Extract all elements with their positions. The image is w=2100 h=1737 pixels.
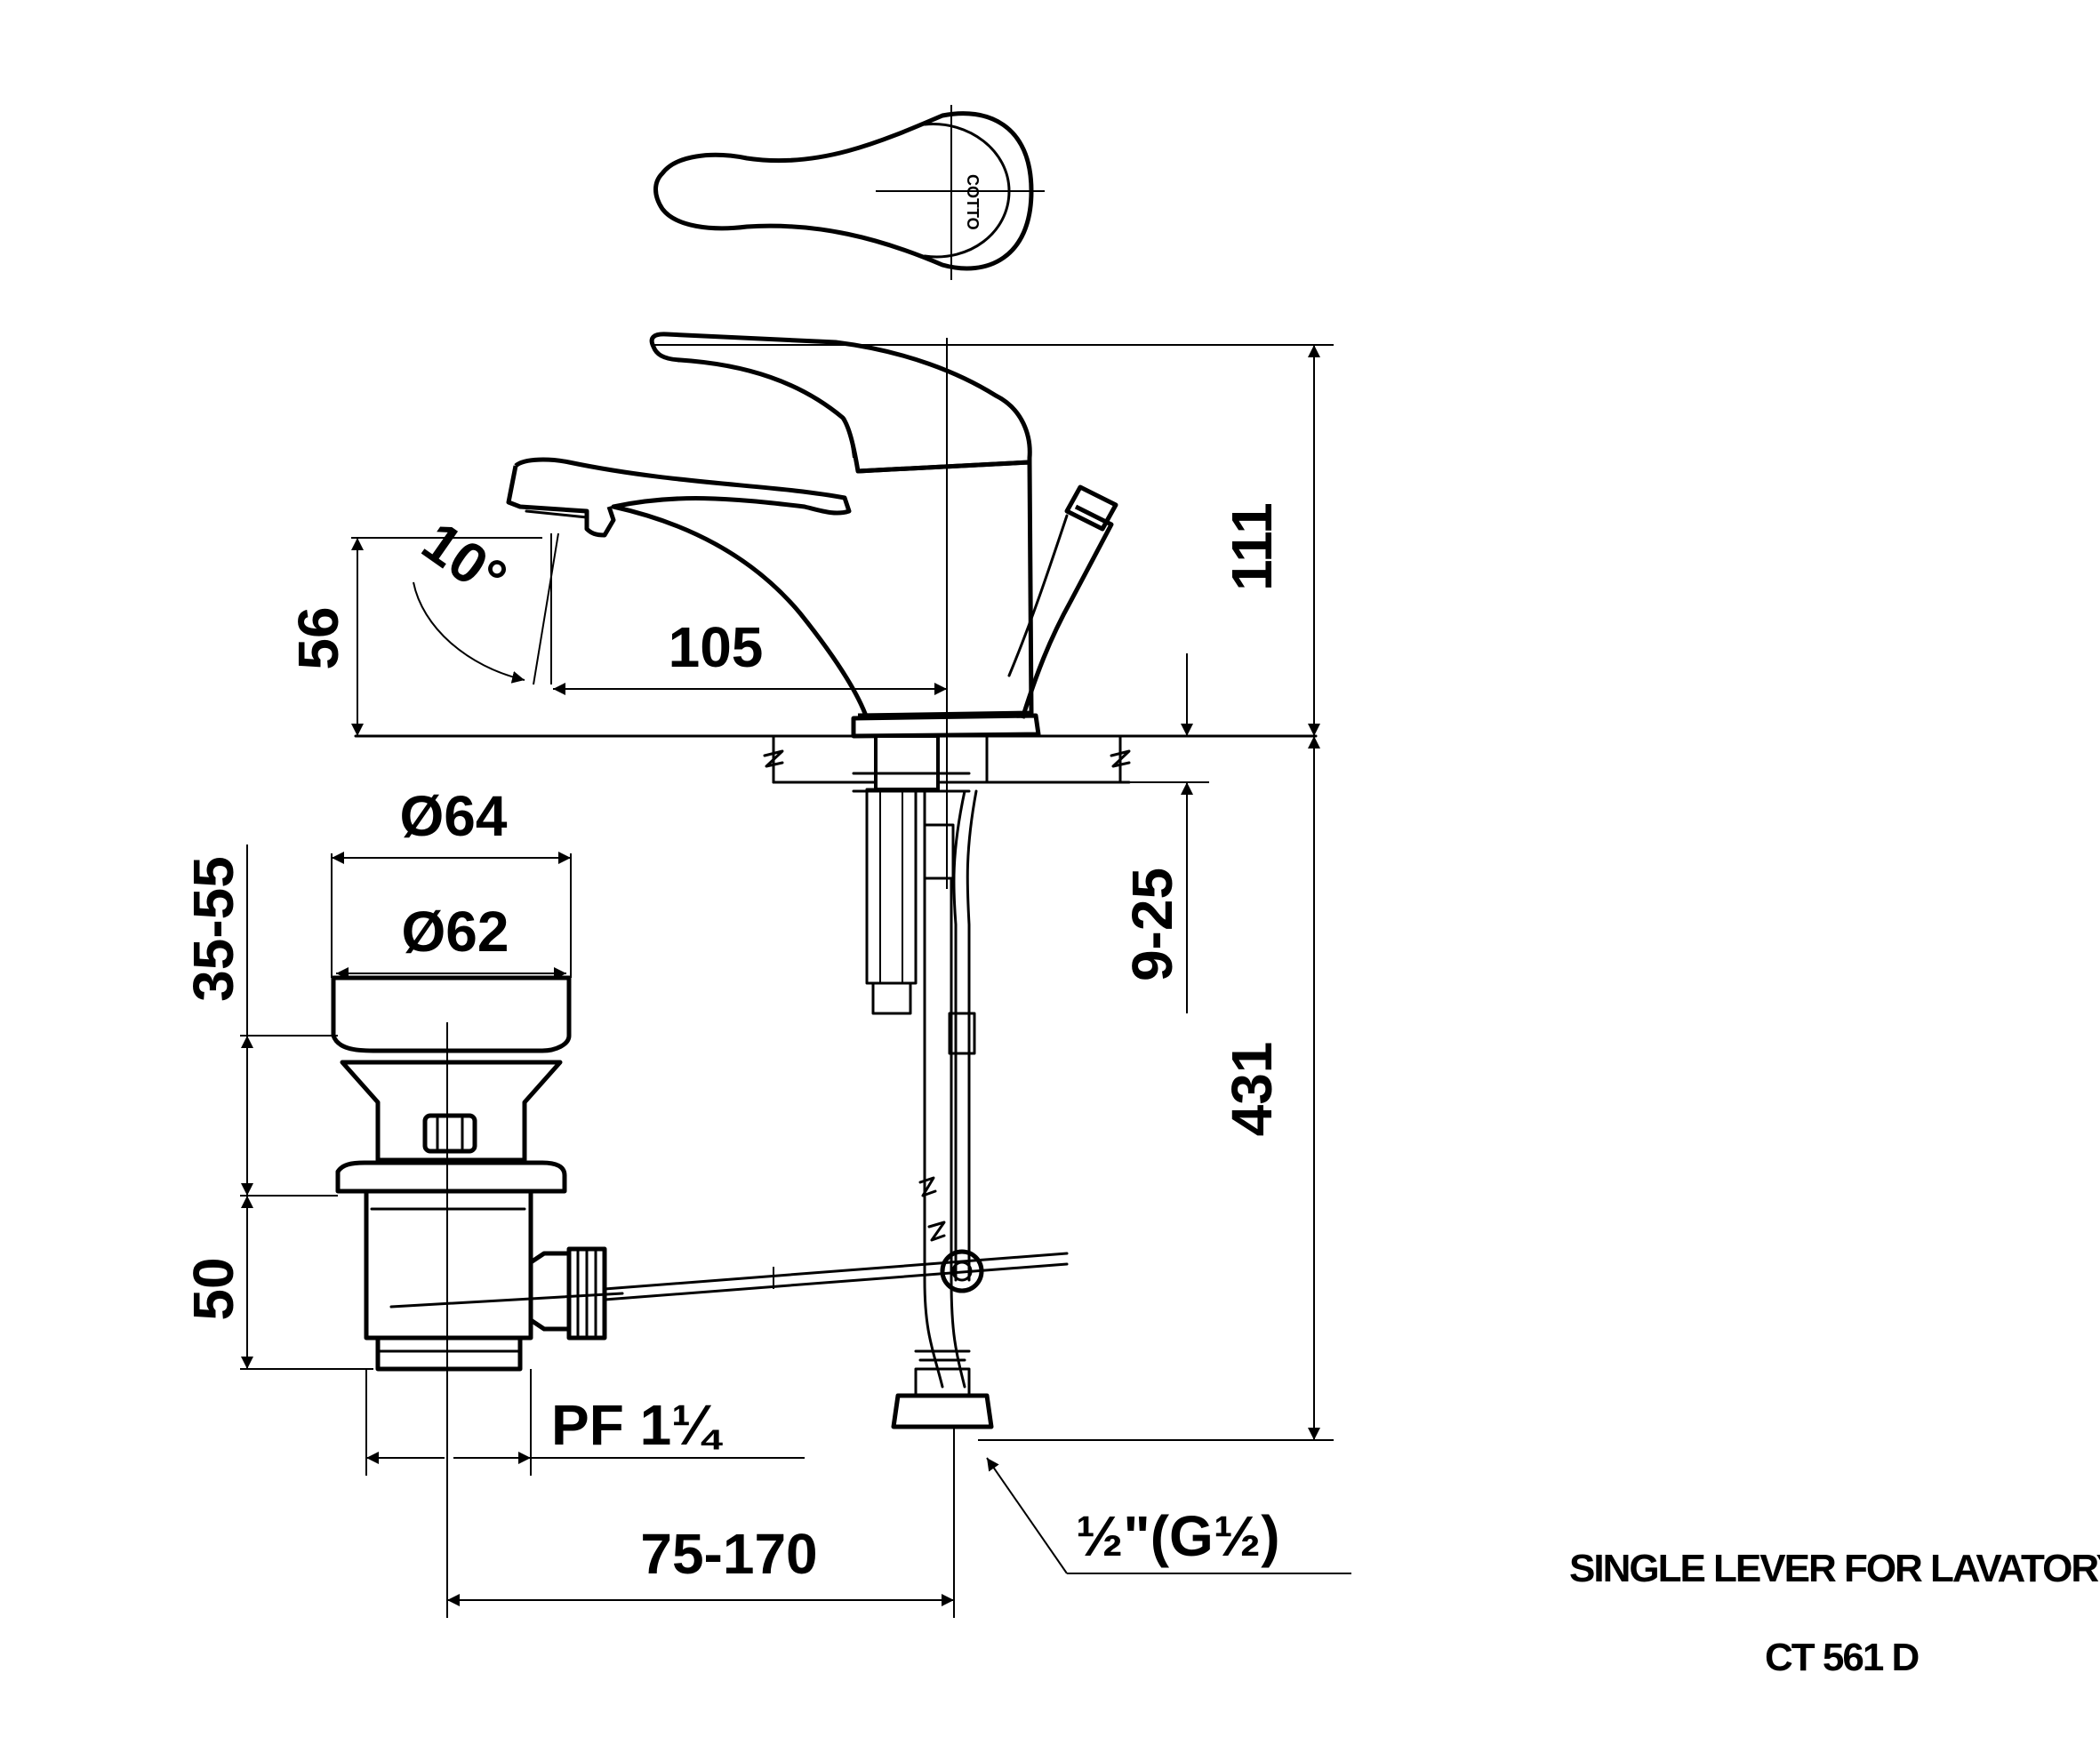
dimension-inlet-thread: ½"(G½) [986, 1457, 1351, 1574]
dim-56-label: 56 [286, 606, 350, 669]
shank-and-hoses [852, 734, 994, 1618]
inlet-thread-label: ½"(G½) [1076, 1504, 1280, 1568]
logo-text: COTTO [964, 174, 982, 230]
dimension-75-170: 75-170 [447, 1522, 954, 1606]
dimension-105: 105 [553, 615, 947, 695]
drawing-title: SINGLE LEVER FOR LAVATORY [1569, 1547, 2100, 1590]
dimension-diameter-62: Ø62 [336, 900, 566, 980]
lever-top-view: COTTO [653, 105, 1045, 280]
dimension-pf-thread: PF 1¼ [365, 1369, 805, 1476]
dim-431-label: 431 [1220, 1042, 1284, 1137]
dimension-9-25: 9-25 [1120, 653, 1209, 1013]
faucet-side-view [506, 332, 1118, 889]
dimension-35-55: 35-55 [181, 844, 338, 1197]
dimension-111: 111 [653, 344, 1334, 736]
dim-111-label: 111 [1220, 502, 1284, 591]
deck-surface [354, 734, 1318, 784]
angle-label: 10° [411, 509, 518, 611]
model-number: CT 561 D [1765, 1636, 1920, 1679]
dim-50-label: 50 [181, 1257, 245, 1320]
dimension-angle-10: 10° [411, 509, 559, 685]
pf-thread-label: PF 1¼ [551, 1393, 723, 1457]
dim-105-label: 105 [669, 615, 764, 679]
dimension-50: 50 [181, 1196, 373, 1370]
popup-drain [331, 975, 1069, 1618]
dim-9-25-label: 9-25 [1120, 868, 1184, 981]
dimension-431: 431 [978, 736, 1334, 1441]
dim-64-label: Ø64 [400, 784, 508, 848]
dim-35-55-label: 35-55 [181, 856, 245, 1002]
dim-75-170-label: 75-170 [640, 1522, 817, 1586]
logo-mark: COTTO [964, 174, 982, 230]
dimension-56: 56 [286, 537, 542, 736]
dim-62-label: Ø62 [402, 900, 509, 964]
dimension-diameter-64: Ø64 [331, 784, 572, 978]
